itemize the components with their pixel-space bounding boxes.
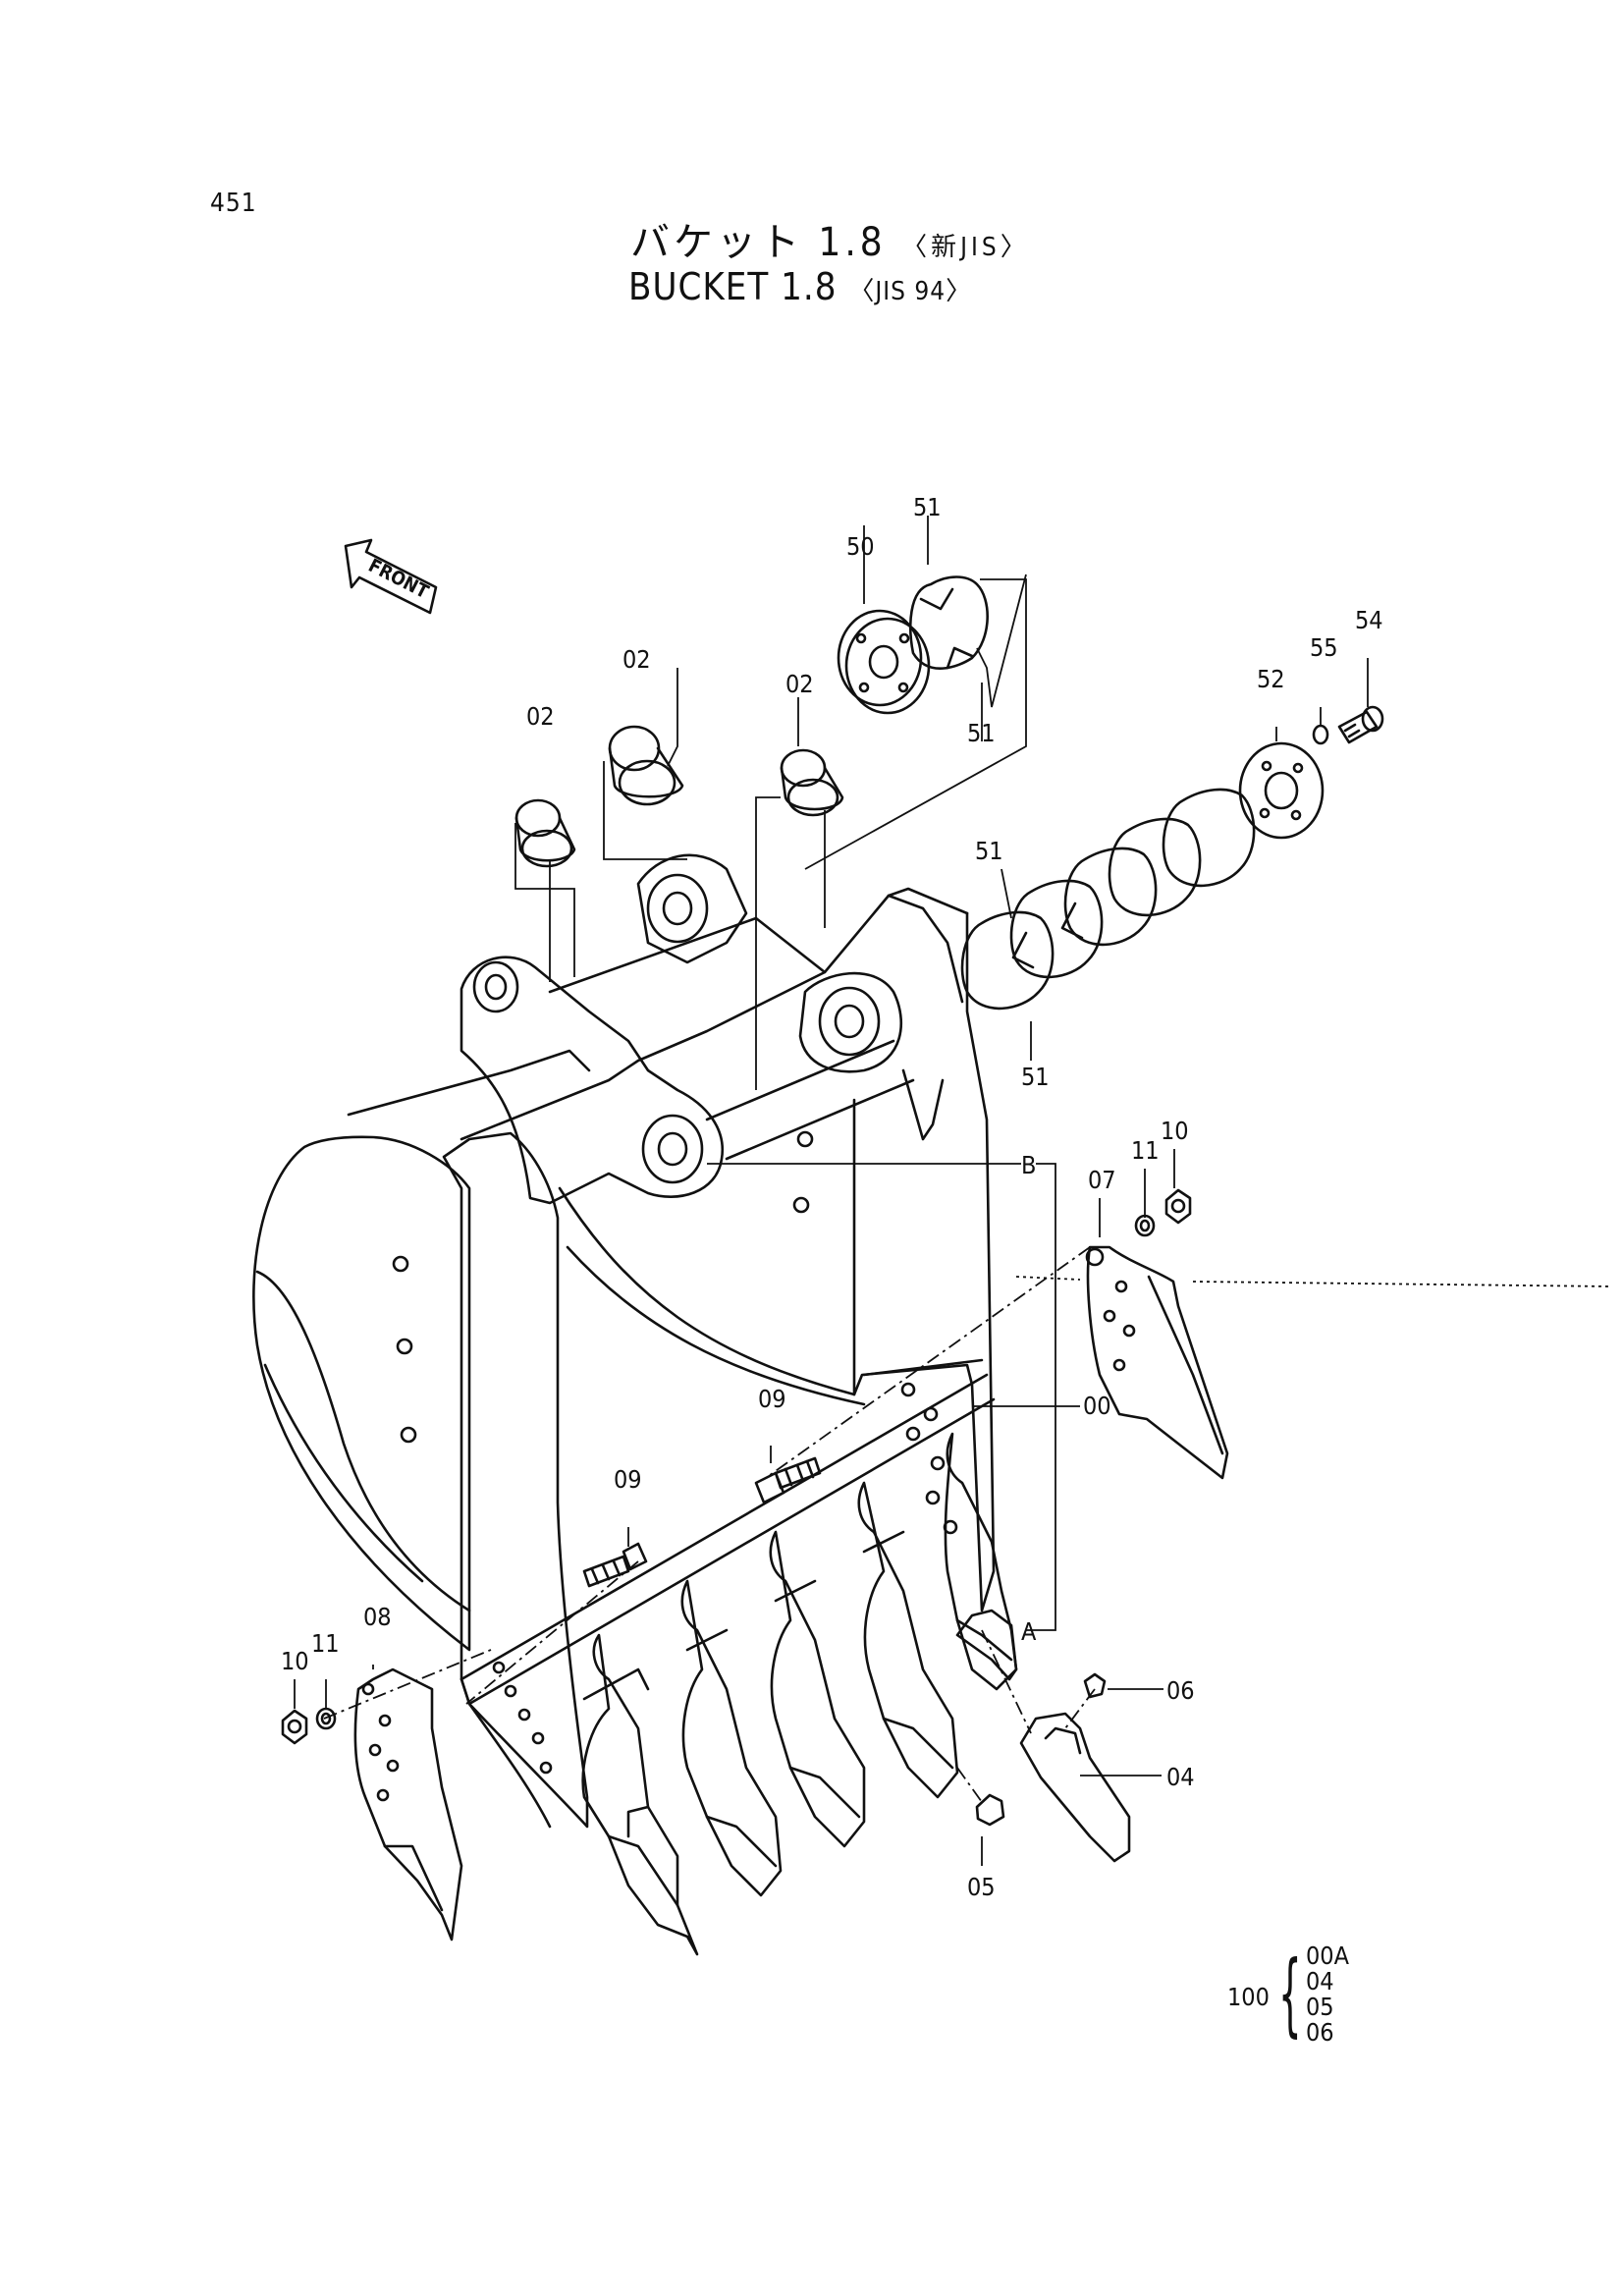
bushing-02-center: [608, 725, 684, 806]
callout-02-left: 02: [526, 702, 555, 731]
kit-item: 00A: [1306, 1941, 1349, 1970]
callout-02-center: 02: [622, 645, 651, 674]
callout-07: 07: [1088, 1166, 1116, 1194]
kit-brace: {: [1278, 1941, 1302, 2047]
callout-11-right: 11: [1131, 1136, 1160, 1165]
bushing-02-left: [514, 798, 576, 868]
callout-06: 06: [1166, 1676, 1195, 1705]
front-arrow-icon: FRONT: [344, 538, 438, 615]
bolt-09-left: [582, 1542, 648, 1588]
pin-06: [1083, 1672, 1107, 1699]
callout-10-left: 10: [281, 1647, 309, 1675]
callout-09-left: 09: [614, 1465, 642, 1494]
callout-00: 00: [1083, 1392, 1111, 1420]
kit-items: 00A 04 05 06: [1306, 1941, 1349, 2047]
kit-item: 05: [1306, 1993, 1334, 2021]
callout-10-right: 10: [1161, 1117, 1189, 1145]
callout-52: 52: [1257, 665, 1285, 693]
shim-51-stack: [960, 788, 1256, 1011]
bushing-02-right: [780, 748, 844, 817]
washer-11-right: [1134, 1214, 1156, 1237]
callout-51-top: 51: [913, 493, 942, 521]
title-japanese: バケット 1.8 〈新JIS〉: [630, 210, 1030, 267]
nut-10-left: [281, 1709, 308, 1745]
plate-52: [1238, 741, 1325, 840]
callout-A: A: [1021, 1617, 1037, 1646]
tooth-04-loose: [1019, 1712, 1131, 1863]
callout-05: 05: [967, 1873, 996, 1901]
callout-09-center: 09: [758, 1385, 786, 1413]
page-number: 451: [210, 189, 257, 218]
callout-B: B: [1021, 1151, 1036, 1179]
title-jp-main: バケット 1.8: [630, 220, 887, 265]
callout-50: 50: [846, 532, 875, 561]
bolt-09-center: [754, 1456, 822, 1504]
lock-05: [975, 1793, 1005, 1827]
teeth-row: [581, 1432, 1018, 1956]
shim-51-upper: [909, 575, 989, 670]
title-jp-sub: 〈新JIS〉: [901, 233, 1030, 262]
side-cutter-08: [353, 1667, 463, 1941]
title-en-sub: 〈JIS 94〉: [848, 277, 973, 306]
bolt-54: [1337, 705, 1384, 744]
callout-04: 04: [1166, 1763, 1195, 1791]
nut-10-right: [1164, 1188, 1192, 1225]
callout-51-stack-bottom: 51: [1021, 1063, 1050, 1091]
kit-item: 06: [1306, 2018, 1334, 2047]
bucket-body: [252, 887, 996, 1829]
callout-08: 08: [363, 1603, 392, 1631]
title-en-main: BUCKET 1.8: [628, 265, 838, 308]
callout-54: 54: [1355, 606, 1383, 634]
title-english: BUCKET 1.8 〈JIS 94〉: [628, 265, 972, 308]
tooth-on-corner: [955, 1609, 1018, 1681]
leader-lines: [294, 516, 1611, 1866]
callout-labels: 50 51 51 51 51 02 02 02 52 55 54 10 11 0…: [281, 493, 1383, 1901]
side-cutter-07: [1085, 1245, 1229, 1480]
plate-50: [837, 609, 931, 715]
kit-number: 100: [1227, 1983, 1270, 2011]
callout-51-stack-top: 51: [975, 837, 1003, 865]
callout-51-upper-lower: 51: [967, 719, 996, 747]
kit-item: 04: [1306, 1967, 1334, 1995]
callout-02-right: 02: [785, 670, 814, 698]
callout-55: 55: [1310, 633, 1338, 662]
washer-55: [1312, 724, 1329, 745]
bucket-boss-plates: [460, 853, 945, 1205]
callout-11-left: 11: [311, 1629, 340, 1658]
